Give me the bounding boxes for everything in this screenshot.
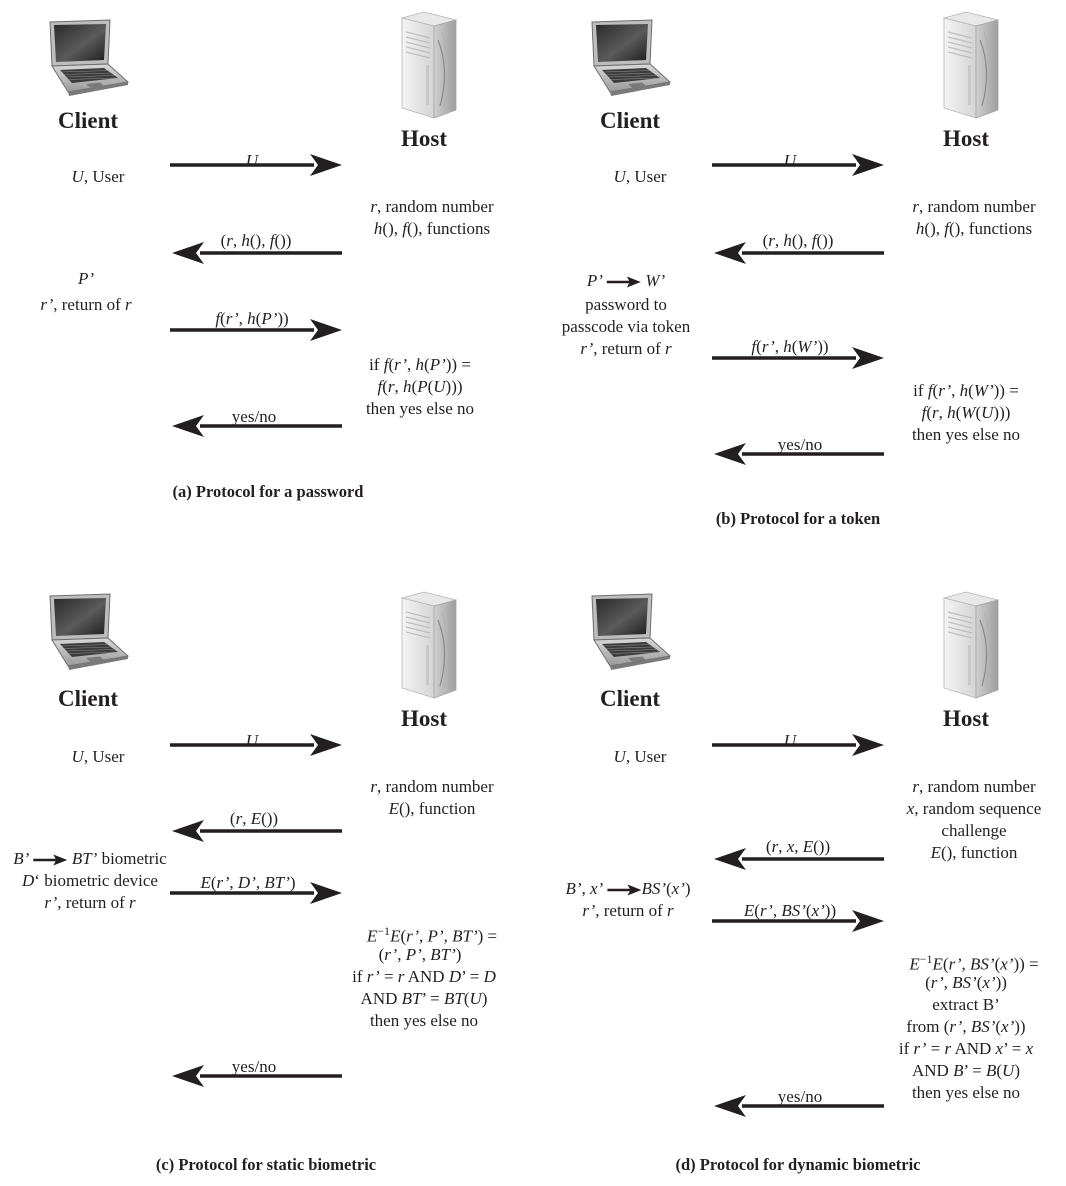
client-note-user: U, User: [71, 747, 125, 766]
client-note-return: r’, return of r: [580, 339, 672, 358]
server-tower-icon: [380, 10, 460, 120]
host-note-tuple: (r’, P’, BT’): [378, 945, 462, 964]
host-note-if: if r’ = r AND x’ = x: [898, 1039, 1034, 1058]
message-label-3: f(r’, h(W’)): [751, 337, 829, 356]
host-note-result: then yes else no: [365, 399, 475, 418]
server-tower-icon: [380, 590, 460, 700]
client-note-passcode: passcode via token: [561, 317, 691, 336]
host-note-extract: extract B’: [932, 995, 1000, 1014]
caption-c: (c) Protocol for static biometric: [155, 1155, 377, 1174]
host-note-function: E(), function: [388, 799, 476, 818]
host-note-challenge: challenge: [941, 821, 1007, 840]
host-label: Host: [943, 126, 989, 151]
client-note-return: r’, return of r: [582, 901, 674, 920]
host-label: Host: [943, 706, 989, 731]
message-label-4: yes/no: [777, 1087, 823, 1106]
host-note-functions: h(), f(), functions: [373, 219, 491, 238]
host-note-and: AND B’ = B(U): [912, 1061, 1020, 1080]
message-label-3: f(r’, h(P’)): [215, 309, 289, 328]
small-arrow-icon: [33, 854, 68, 866]
host-label: Host: [401, 706, 447, 731]
laptop-icon: [38, 593, 130, 672]
message-label-4: yes/no: [231, 1057, 277, 1076]
client-note-biometric: B’ BT’ biometric: [13, 849, 167, 868]
panel-d: Client Host U, User U r, random number x…: [542, 580, 1066, 1174]
message-label-3: E(r’, BS’(x’)): [743, 901, 837, 920]
host-note-compare: f(r, h(W(U))): [921, 403, 1011, 422]
host-note-result: then yes else no: [911, 425, 1021, 444]
message-label-4: yes/no: [231, 407, 277, 426]
message-label-2: (r, h(), f()): [762, 231, 834, 250]
host-note-random: r, random number: [912, 197, 1036, 216]
client-note-user: U, User: [613, 747, 667, 766]
host-note-from: from (r’, BS’(x’)): [906, 1017, 1026, 1036]
client-note-device: D‘ biometric device: [22, 871, 158, 890]
host-note-functions: h(), f(), functions: [915, 219, 1033, 238]
host-note-sequence: x, random sequence: [906, 799, 1042, 818]
panel-a: Client Host U, User U r, random number h…: [0, 0, 533, 593]
client-label: Client: [599, 108, 661, 133]
caption-d: (d) Protocol for dynamic biometric: [675, 1155, 921, 1174]
host-note-decrypt: E−1E(r’, P’, BT’) =: [366, 924, 498, 946]
client-label: Client: [599, 686, 661, 711]
host-note-compare: f(r, h(P(U))): [377, 377, 463, 396]
message-label-4: yes/no: [777, 435, 823, 454]
client-note-user: U, User: [71, 167, 125, 186]
host-note-result: then yes else no: [911, 1083, 1021, 1102]
host-note-and: AND BT’ = BT(U): [360, 989, 488, 1008]
host-note-tuple: (r’, BS’(x’)): [925, 973, 1007, 992]
server-tower-icon: [922, 590, 1002, 700]
laptop-icon: [580, 593, 672, 672]
small-arrow-icon: [607, 884, 642, 896]
host-note-function: E(), function: [930, 843, 1018, 862]
laptop-icon: [38, 19, 130, 98]
client-label: Client: [57, 108, 119, 133]
host-note-if: if r’ = r AND D’ = D: [352, 967, 496, 986]
host-note-random: r, random number: [370, 197, 494, 216]
message-label-2: (r, x, E()): [765, 837, 831, 856]
client-note-p-to-w: P’ W’: [586, 271, 666, 290]
host-label: Host: [401, 126, 447, 151]
caption-b: (b) Protocol for a token: [715, 509, 881, 528]
host-note-if: if f(r’, h(W’)) =: [913, 381, 1019, 400]
message-label-3: E(r’, D’, BT’): [200, 873, 296, 892]
host-note-result: then yes else no: [369, 1011, 479, 1030]
host-note-random: r, random number: [912, 777, 1036, 796]
client-note-p: P’: [77, 269, 95, 288]
server-tower-icon: [922, 10, 1002, 120]
small-arrow-icon: [607, 276, 642, 288]
host-note-if: if f(r’, h(P’)) =: [369, 355, 471, 374]
client-label: Client: [57, 686, 119, 711]
host-note-random: r, random number: [370, 777, 494, 796]
host-note-decrypt: E−1E(r’, BS’(x’)) =: [909, 952, 1039, 974]
panel-c: Client Host U, User U r, random number E…: [0, 580, 533, 1174]
client-note-user: U, User: [613, 167, 667, 186]
client-note-return: r’, return of r: [40, 295, 132, 314]
laptop-icon: [580, 19, 672, 98]
client-note-password: password to: [585, 295, 667, 314]
message-label-2: (r, E()): [229, 809, 279, 828]
client-note-dynamic: B’, x’ BS’(x’): [565, 879, 691, 898]
message-label-2: (r, h(), f()): [220, 231, 292, 250]
panel-b: Client Host U, User U r, random number h…: [542, 0, 1066, 593]
client-note-return: r’, return of r: [44, 893, 136, 912]
caption-a: (a) Protocol for a password: [172, 482, 364, 501]
